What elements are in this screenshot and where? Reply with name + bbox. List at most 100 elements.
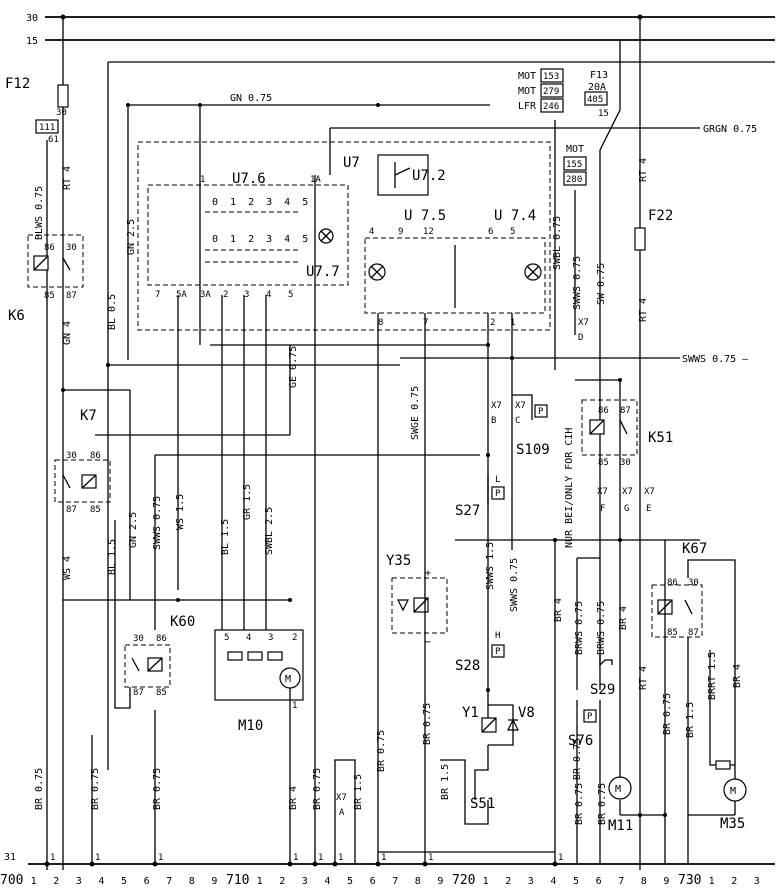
svg-text:0 1 2 3 4 5: 0 1 2 3 4 5 <box>212 234 311 245</box>
relay-k6: 86 30 85 87 K6 <box>8 234 84 324</box>
wire-gn25-a: GN 2.5 <box>126 219 137 255</box>
m35-label: M35 <box>720 816 745 832</box>
wire-sw075: SW 0.75 <box>596 263 607 305</box>
motor-m35: M M35 <box>720 778 747 832</box>
svg-text:X7: X7 <box>644 487 655 497</box>
ground-pins: 1 1 1 1 1 1 1 1 1 <box>44 853 563 867</box>
svg-text:87: 87 <box>66 291 77 301</box>
wire-br075-1: BR 0.75 <box>34 768 45 810</box>
junctions <box>61 103 667 817</box>
svg-text:MOT: MOT <box>518 86 536 97</box>
fuse-f12: F12 30 111 61 <box>5 76 69 145</box>
svg-text:E: E <box>646 504 651 514</box>
k60-label: K60 <box>170 614 195 630</box>
svg-text:M: M <box>615 784 621 795</box>
svg-text:A: A <box>339 808 345 818</box>
ruler-mark: 720 <box>452 873 475 888</box>
svg-text:X7: X7 <box>515 401 526 411</box>
u72-label: U7.2 <box>412 168 446 184</box>
wire-ws15: WS 1.5 <box>175 494 186 530</box>
relay-k7: K7 30 86 87 85 <box>54 408 111 515</box>
svg-text:X7: X7 <box>578 318 589 328</box>
u75-label: U 7.5 <box>404 208 446 224</box>
svg-text:405: 405 <box>587 95 603 105</box>
ruler-mark: 6 <box>144 876 150 887</box>
rail-group: 30 15 31 <box>4 13 775 865</box>
svg-text:87: 87 <box>688 628 699 638</box>
wire-br15-s: BR 1.5 <box>440 764 451 800</box>
svg-text:P: P <box>587 712 593 722</box>
wire-br4-b: BR 4 <box>618 606 629 630</box>
svg-text:F: F <box>600 504 605 514</box>
motor-m11: M M11 <box>608 776 633 834</box>
wire-bl05: BL 0.5 <box>107 294 118 330</box>
wire-rt4-c: RT 4 <box>638 298 649 322</box>
wire-gn-top: GN 0.75 <box>230 93 272 104</box>
svg-text:P: P <box>495 647 501 657</box>
connector-x7-a: X7 A <box>336 793 347 818</box>
svg-text:X7: X7 <box>336 793 347 803</box>
u76-label: U7.6 <box>232 171 266 187</box>
svg-text:M: M <box>730 786 736 797</box>
svg-text:5: 5 <box>288 290 293 300</box>
u74-label: U 7.4 <box>494 208 536 224</box>
ruler-mark: 2 <box>53 876 59 887</box>
svg-text:30: 30 <box>133 634 144 644</box>
svg-text:P: P <box>495 489 501 499</box>
connector-x7-d: X7 D <box>578 318 589 343</box>
svg-text:15: 15 <box>598 109 609 119</box>
svg-text:86: 86 <box>44 243 55 253</box>
u7-outline <box>137 141 551 331</box>
f22-fuse-body <box>634 227 646 251</box>
svg-text:+: + <box>425 568 431 579</box>
connector-x7-c: X7 C <box>515 401 526 426</box>
switch-s109: P S109 <box>512 394 550 458</box>
ruler-mark: 4 <box>550 876 556 887</box>
valve-y35: Y35 + − <box>386 553 448 648</box>
svg-text:D: D <box>578 333 583 343</box>
ruler-mark: 5 <box>121 876 127 887</box>
wire-br4-d: BR 4 <box>288 786 299 810</box>
wire-grgn: GRGN 0.75 <box>703 124 757 135</box>
svg-text:C: C <box>515 416 520 426</box>
relay-k51: 86 87 85 30 K51 <box>581 399 673 468</box>
m11-label: M11 <box>608 818 633 834</box>
wire-br15-x: BR 1.5 <box>353 774 364 810</box>
svg-text:4: 4 <box>369 227 374 237</box>
wire-br075-6: BR 0.75 <box>422 703 433 745</box>
ruler-mark: 8 <box>415 876 421 887</box>
module-u7: U7 U7.6 1 1A 0 1 2 3 4 5 0 1 2 3 4 5 U7.… <box>137 141 551 331</box>
svg-text:1: 1 <box>50 853 55 863</box>
connector-x7-b: X7 B <box>491 401 502 426</box>
f13-label: F13 <box>590 70 608 81</box>
wire-swge: SWGE 0.75 <box>410 386 421 440</box>
s28-label: S28 <box>455 658 480 674</box>
svg-text:3: 3 <box>244 290 249 300</box>
svg-text:1: 1 <box>558 853 563 863</box>
svg-text:M: M <box>285 674 291 685</box>
svg-text:153: 153 <box>543 72 559 82</box>
rail-15-label: 15 <box>26 36 38 47</box>
svg-text:G: G <box>624 504 629 514</box>
m10-label: M10 <box>238 718 263 734</box>
wire-brws075-b: BRWS 0.75 <box>596 601 607 655</box>
svg-text:85: 85 <box>90 505 101 515</box>
ruler-mark: 2 <box>731 876 737 887</box>
svg-text:30: 30 <box>688 578 699 588</box>
ruler-mark: 6 <box>596 876 602 887</box>
reference-blocks: MOT 153 MOT 279 LFR 246 MOT 155 280 F13 … <box>518 68 609 186</box>
svg-text:MOT: MOT <box>518 71 536 82</box>
svg-text:9: 9 <box>398 227 403 237</box>
ruler-mark: 730 <box>678 873 701 888</box>
svg-text:5A: 5A <box>176 290 187 300</box>
svg-text:280: 280 <box>566 175 582 185</box>
f12-fuse-body <box>57 84 69 108</box>
svg-text:87: 87 <box>66 505 77 515</box>
u7-label: U7 <box>343 155 360 171</box>
svg-text:1A: 1A <box>310 175 321 185</box>
u76-outline <box>147 184 349 286</box>
s51-label: S51 <box>470 796 495 812</box>
svg-text:87: 87 <box>620 406 631 416</box>
u75-u74-outline <box>364 237 546 314</box>
